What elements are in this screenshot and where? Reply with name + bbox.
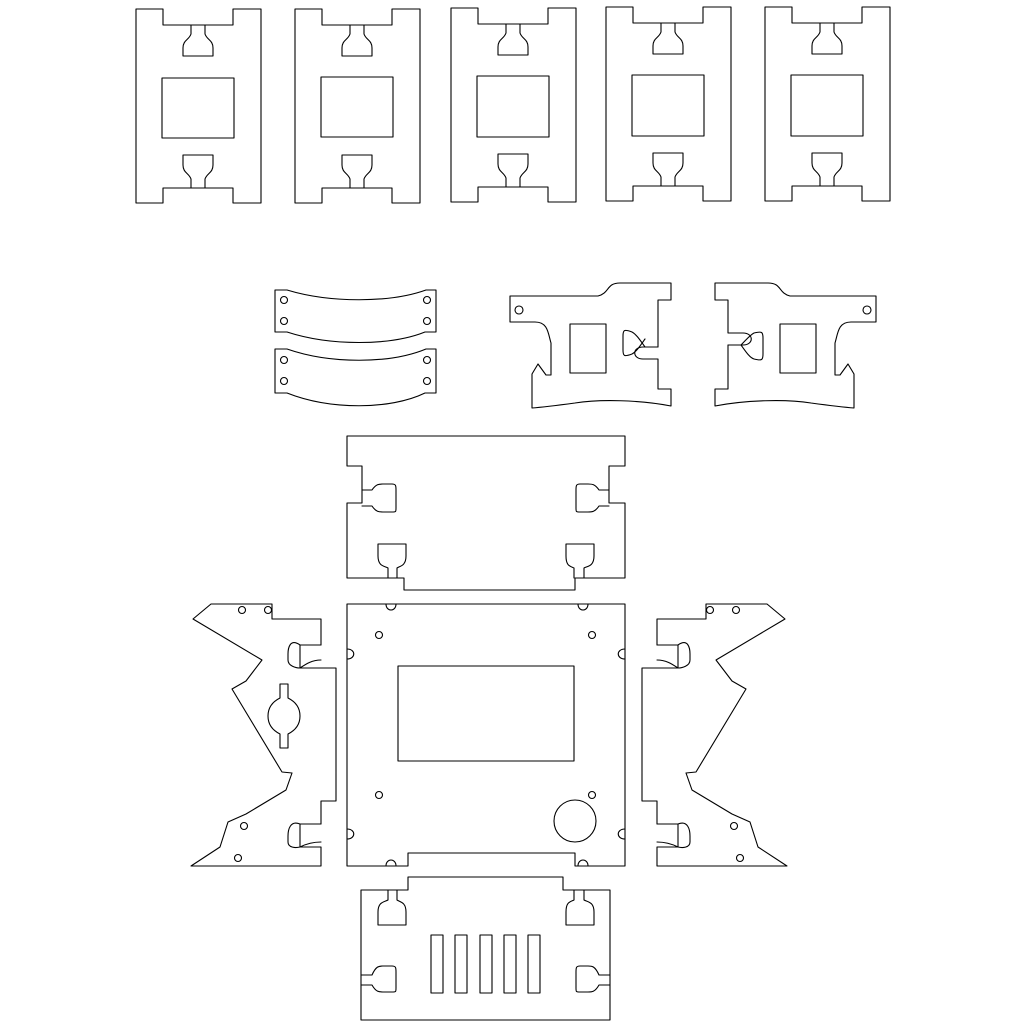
- side-plates-row: [135, 6, 891, 204]
- base-plate-slot: [577, 859, 589, 867]
- base-plate-hole: [587, 630, 597, 640]
- motor-bracket-outline: [714, 282, 877, 409]
- base-plate-slot: [346, 648, 355, 660]
- bracket-hole: [514, 305, 524, 315]
- base-plate-slot: [617, 648, 626, 660]
- vent-slot: [479, 934, 493, 994]
- side-triangle-round-slot: [267, 683, 301, 749]
- side-plate-outline: [764, 6, 891, 202]
- side-triangle-hole: [735, 853, 745, 863]
- side-plate-window: [790, 74, 864, 137]
- side-triangle-hole: [237, 605, 247, 615]
- vent-slot: [503, 934, 517, 994]
- base-plate-round-cutout: [553, 799, 597, 843]
- bracket-window: [569, 323, 607, 374]
- side-plate-outline: [605, 6, 732, 202]
- side-triangle-hole: [705, 605, 715, 615]
- top-plate-right-keyhole: [565, 543, 595, 579]
- side-plate-bottom-keyhole: [497, 153, 529, 188]
- side-triangle-right: [641, 603, 788, 867]
- strap-hole: [279, 376, 289, 386]
- strap-hole: [422, 295, 432, 305]
- front-vent-top-left-keyhole: [377, 889, 407, 926]
- side-plate-window: [631, 74, 705, 137]
- strap-hole: [422, 316, 432, 326]
- strap-hole: [422, 376, 432, 386]
- bracket-keyhole: [622, 329, 659, 357]
- side-plate-top-keyhole: [497, 23, 529, 56]
- base-plate-slot: [385, 603, 397, 611]
- side-triangle-hole: [233, 853, 243, 863]
- side-plate-outline: [294, 8, 421, 204]
- side-plate: [764, 6, 891, 202]
- motor-brackets: [509, 282, 877, 409]
- vent-slot: [454, 934, 468, 994]
- base-plate-hole: [374, 630, 384, 640]
- top-plate-right-notch: [575, 483, 610, 513]
- side-plate: [605, 6, 732, 202]
- side-triangle-keyhole: [287, 822, 322, 849]
- side-plate-bottom-keyhole: [652, 152, 684, 187]
- side-plate-bottom-keyhole: [811, 152, 843, 187]
- side-triangle-hole: [729, 821, 739, 831]
- top-plate-outline: [346, 435, 626, 591]
- side-triangle-left: [190, 603, 337, 867]
- curved-strap-outline: [274, 348, 437, 407]
- motor-bracket-outline: [509, 282, 672, 409]
- side-plate: [294, 8, 421, 204]
- side-plate-outline: [450, 7, 577, 203]
- side-triangle-keyhole: [656, 642, 691, 669]
- curved-strap-outline: [274, 289, 437, 344]
- side-triangle-keyhole: [656, 822, 691, 849]
- front-vent-right-notch: [575, 965, 611, 993]
- side-plate-window: [476, 75, 550, 138]
- side-plate-window: [320, 76, 394, 138]
- base-plate-hole: [587, 790, 597, 800]
- top-plate-left-keyhole: [377, 543, 407, 579]
- curved-straps: [274, 289, 437, 407]
- base-plate-hole: [374, 790, 384, 800]
- side-triangle-hole: [263, 605, 273, 615]
- side-plate-bottom-keyhole: [341, 154, 373, 189]
- front-vent-left-notch: [360, 965, 397, 993]
- side-plate-outline: [135, 8, 262, 204]
- strap-hole: [422, 355, 432, 365]
- base-plate: [346, 603, 626, 867]
- base-plate-slot: [346, 828, 355, 840]
- side-triangle-hole: [239, 821, 249, 831]
- vent-slot: [430, 934, 444, 994]
- motor-bracket-right: [714, 282, 877, 409]
- strap-hole: [279, 355, 289, 365]
- base-plate-slot: [617, 828, 626, 840]
- side-plate: [450, 7, 577, 203]
- front-vent-plate: [360, 876, 611, 1021]
- side-plate-top-keyhole: [341, 24, 373, 57]
- side-plate-bottom-keyhole: [182, 154, 214, 189]
- bracket-keyhole: [727, 331, 764, 361]
- base-plate-display-window: [397, 665, 575, 762]
- side-plate-top-keyhole: [182, 24, 214, 57]
- side-triangle-keyhole: [287, 642, 322, 669]
- base-plate-outline: [346, 603, 626, 867]
- base-plate-slot: [577, 603, 589, 611]
- curved-strap: [274, 289, 437, 344]
- strap-hole: [279, 316, 289, 326]
- strap-hole: [279, 295, 289, 305]
- curved-strap: [274, 348, 437, 407]
- side-triangle-hole: [731, 605, 741, 615]
- front-vent-plate-outline: [360, 876, 611, 1021]
- base-plate-slot: [385, 859, 397, 867]
- side-plate: [135, 8, 262, 204]
- side-plate-top-keyhole: [652, 22, 684, 55]
- motor-bracket-left: [509, 282, 672, 409]
- bracket-window: [779, 323, 817, 374]
- top-plate-left-notch: [361, 483, 397, 513]
- vent-slot: [527, 934, 541, 994]
- side-plate-window: [161, 77, 235, 139]
- side-plate-top-keyhole: [811, 22, 843, 55]
- top-plate: [346, 435, 626, 591]
- front-vent-top-right-keyhole: [565, 889, 595, 926]
- bracket-hole: [862, 305, 872, 315]
